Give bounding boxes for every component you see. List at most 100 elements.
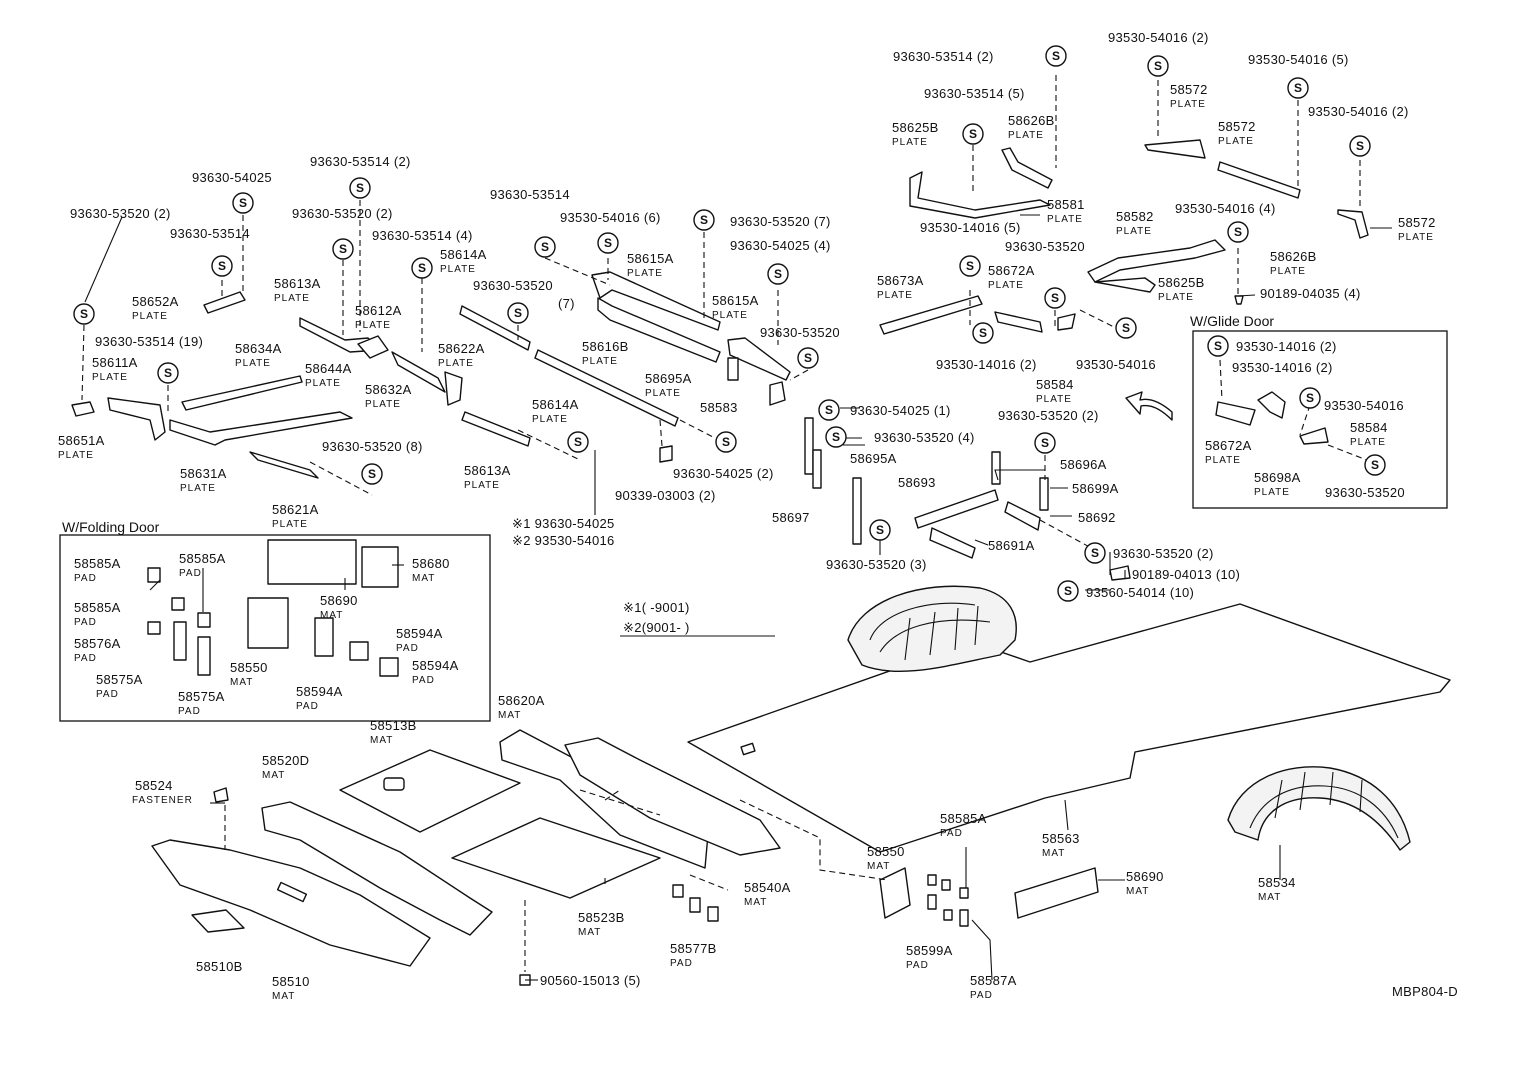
svg-text:58540A: 58540A [744,880,791,895]
svg-text:90189-04013 (10): 90189-04013 (10) [1132,567,1240,582]
screw-symbol-icon: S [1045,45,1067,67]
svg-text:58611A: 58611A [92,355,138,370]
svg-text:58576A: 58576A [74,636,121,651]
part-label: 58693 [898,475,936,490]
screw-symbol-icon: S [597,232,619,254]
svg-text:S: S [1306,391,1314,405]
svg-text:PAD: PAD [970,990,993,1001]
glide-door-title: W/Glide Door [1190,313,1274,329]
svg-text:58585A: 58585A [74,556,121,571]
screw-symbol-icon: S [962,123,984,145]
part-label: 93630-53514 (5) [924,86,1024,101]
svg-text:58572: 58572 [1170,82,1208,97]
screw-symbol-icon: S [767,263,789,285]
floor-mats [151,585,1451,967]
svg-text:PAD: PAD [74,653,97,664]
svg-text:PLATE: PLATE [180,483,216,494]
screw-symbol-icon: S [1044,287,1066,309]
svg-text:58691A: 58691A [988,538,1035,553]
part-label: 93630-53514 (2) [893,49,993,64]
svg-text:58599A: 58599A [906,943,953,958]
svg-text:PAD: PAD [96,689,119,700]
svg-text:93560-54014 (10): 93560-54014 (10) [1086,585,1194,600]
part-label: 93530-14016 (5) [920,220,1020,235]
screw-symbol-icon: S [507,302,529,324]
svg-text:93630-53520: 93630-53520 [1325,485,1405,500]
screw-symbol-icon: S [1034,432,1056,454]
svg-text:93530-14016 (2): 93530-14016 (2) [936,357,1037,372]
svg-text:PLATE: PLATE [305,378,341,389]
svg-text:S: S [1052,49,1060,63]
svg-text:58523B: 58523B [578,910,625,925]
svg-text:58699A: 58699A [1072,481,1119,496]
svg-text:MAT: MAT [412,573,435,584]
svg-text:PLATE: PLATE [1398,232,1434,243]
svg-text:58575A: 58575A [96,672,143,687]
part-label: 93530-14016 (2) [1232,360,1332,375]
part-label: 58697 [772,510,809,525]
svg-text:58644A: 58644A [305,361,352,376]
svg-text:93630-53520: 93630-53520 [760,325,840,340]
svg-text:93630-53514 (2): 93630-53514 (2) [310,154,411,169]
svg-text:PLATE: PLATE [464,480,500,491]
svg-text:S: S [876,523,884,537]
svg-text:58585A: 58585A [179,551,226,566]
part-label: 58575A PAD [96,672,143,700]
screw-symbol-icon: S [1349,135,1371,157]
svg-text:S: S [804,351,812,365]
svg-text:※1 93630-54025: ※1 93630-54025 [512,516,615,531]
leader-lines [81,75,1392,981]
screw-symbol-icon: S [1287,77,1309,99]
part-label: 58699A [1072,481,1119,496]
svg-text:PLATE: PLATE [1350,437,1386,448]
note-2: ※2 93530-54016 [512,533,614,548]
svg-text:58616B: 58616B [582,339,629,354]
screw-symbol-icon: S [157,362,179,384]
screw-symbols: S S S S S S S S S S S S S S S S S S S S … [73,45,1386,602]
svg-text:S: S [969,127,977,141]
svg-text:※1( -9001): ※1( -9001) [623,600,690,615]
svg-text:93630-53520 (2): 93630-53520 (2) [70,206,171,221]
svg-text:S: S [80,307,88,321]
svg-text:58634A: 58634A [235,341,282,356]
svg-text:58632A: 58632A [365,382,412,397]
screw-symbol-icon: S [232,192,254,214]
svg-text:93630-54025 (4): 93630-54025 (4) [730,238,831,253]
part-label: 93630-53520 (7) [730,214,830,229]
svg-text:MAT: MAT [498,710,521,721]
svg-text:PLATE: PLATE [58,450,94,461]
part-label: 93530-54016 [1076,357,1156,372]
svg-text:58582: 58582 [1116,209,1154,224]
svg-text:S: S [339,242,347,256]
svg-text:MAT: MAT [1042,848,1065,859]
part-label: 58691A [988,538,1035,553]
part-label: 93630-54025 [192,170,272,185]
part-label: (7) [558,296,574,311]
svg-text:58693: 58693 [898,475,936,490]
svg-text:58690: 58690 [1126,869,1164,884]
svg-text:58626B: 58626B [1270,249,1317,264]
svg-text:93530-54016 (2): 93530-54016 (2) [1108,30,1209,45]
svg-text:PAD: PAD [178,706,201,717]
part-label: 93630-53520 (2) [1113,546,1213,561]
svg-text:PAD: PAD [412,675,435,686]
svg-text:90560-15013 (5): 90560-15013 (5) [540,973,641,988]
svg-text:PLATE: PLATE [645,388,681,399]
part-label: 93530-54016 (5) [1248,52,1348,67]
svg-text:MAT: MAT [320,610,343,621]
svg-text:93530-54016 (6): 93530-54016 (6) [560,210,661,225]
svg-text:58614A: 58614A [440,247,487,262]
